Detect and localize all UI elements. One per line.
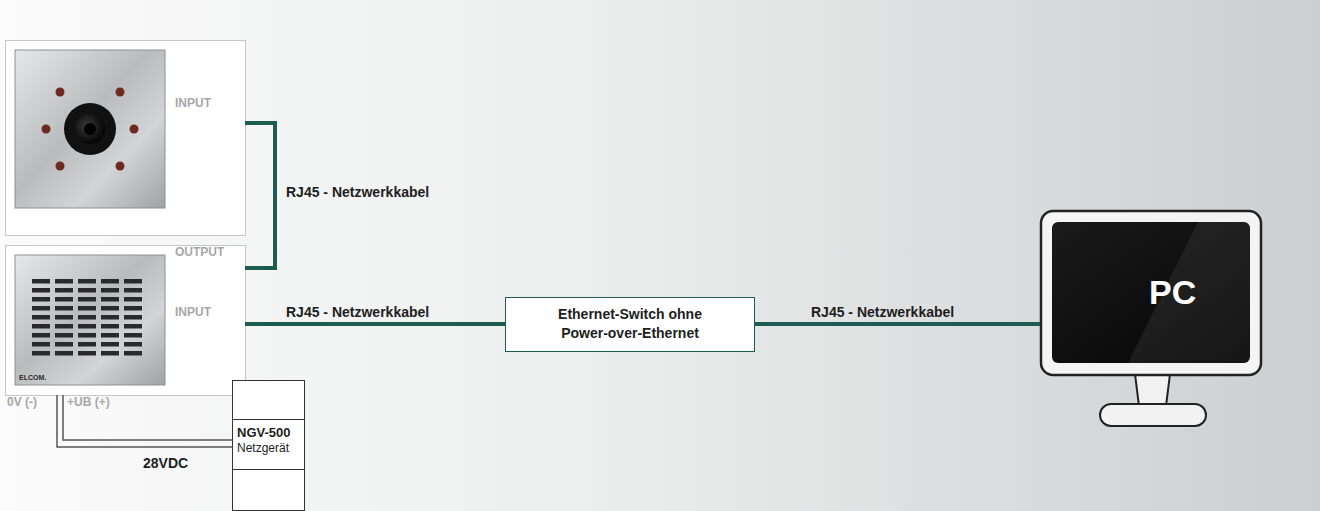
speaker-slot [78, 297, 96, 302]
cable [57, 395, 232, 447]
module-frame [6, 41, 246, 236]
cable-label: RJ45 - Netzwerkkabel [286, 184, 429, 201]
speaker-slot [124, 351, 142, 356]
cable [245, 123, 275, 268]
cable-line [755, 322, 1040, 326]
node-text: NGV-500 [237, 425, 290, 440]
speaker-slot [32, 315, 50, 320]
terminal-label: +UB (+) [67, 395, 110, 409]
speaker-slot [55, 324, 73, 329]
node-text: Ethernet-Switch ohne Power-over-Ethernet [543, 305, 717, 343]
ir-leds-part [116, 88, 125, 97]
speaker-slot [101, 297, 119, 302]
speaker-slot [32, 333, 50, 338]
cable [755, 324, 1040, 325]
camera-ring [64, 103, 116, 155]
cable-label: RJ45 - Netzwerkkabel [811, 304, 954, 321]
speaker-slot [78, 333, 96, 338]
speaker-slot [101, 333, 119, 338]
ir-leds-part [56, 88, 65, 97]
speaker-slot [32, 324, 50, 329]
speaker-slot [55, 351, 73, 356]
speaker-slot [32, 279, 50, 284]
speaker-slot [101, 288, 119, 293]
speaker-slot [55, 315, 73, 320]
speaker-slot [78, 288, 96, 293]
ir-leds-part [116, 162, 125, 171]
speaker-slot [32, 306, 50, 311]
cable-line [245, 123, 275, 268]
speaker-slot [78, 324, 96, 329]
speaker-slot [32, 297, 50, 302]
speaker-slot [101, 306, 119, 311]
cable-line [245, 322, 505, 326]
monitor-frame [1041, 211, 1261, 375]
speaker-slot [55, 333, 73, 338]
speaker-slots [32, 279, 142, 356]
node-text: INPUT [175, 96, 211, 110]
speaker-slot [55, 342, 73, 347]
module-frame [6, 246, 246, 396]
ir-leds-part [56, 162, 65, 171]
ir-leds-part [130, 125, 139, 134]
power-supply: NGV-500Netzgerät [232, 380, 305, 511]
terminal-label: 0V (-) [7, 395, 37, 409]
camera-plate [15, 50, 165, 208]
speaker-slot [124, 297, 142, 302]
speaker-slot [124, 288, 142, 293]
speaker-slot [124, 324, 142, 329]
ir-leds-part [42, 125, 51, 134]
screen-reflection [1128, 222, 1250, 363]
cable-line [63, 395, 232, 440]
box-divider [233, 469, 304, 470]
node-text: OUTPUT [175, 245, 224, 259]
speaker-slot [124, 279, 142, 284]
speaker-slot [124, 333, 142, 338]
monitor-screen [1052, 222, 1250, 363]
speaker-slot [78, 315, 96, 320]
speaker-slot [101, 315, 119, 320]
speaker-slot [78, 342, 96, 347]
node-text: INPUT [175, 305, 211, 319]
pc-monitor: PC [1040, 210, 1262, 375]
speaker-slot [78, 351, 96, 356]
node-text: PC [1149, 272, 1196, 312]
monitor-base [1100, 404, 1206, 426]
speaker-slot [101, 279, 119, 284]
cable-label: 28VDC [143, 455, 188, 472]
cable [245, 324, 505, 325]
speaker-slot [124, 342, 142, 347]
speaker-slot [78, 279, 96, 284]
camera-module: INPUT [5, 40, 245, 235]
node-text: ELCOM. [19, 374, 46, 382]
ir-leds [42, 88, 139, 171]
speaker-slot [101, 351, 119, 356]
speaker-slot [78, 306, 96, 311]
speaker-slot [101, 342, 119, 347]
cable-line [57, 395, 232, 447]
node-text: Netzgerät [237, 441, 289, 455]
switch-box: Ethernet-Switch ohne Power-over-Ethernet [505, 297, 755, 352]
cable-label: RJ45 - Netzwerkkabel [286, 304, 429, 321]
speaker-slot [32, 288, 50, 293]
speaker-slot [124, 306, 142, 311]
speaker-module: OUTPUT INPUT ELCOM. [5, 245, 245, 395]
speaker-slot [55, 306, 73, 311]
speaker-slot [55, 279, 73, 284]
speaker-plate [15, 255, 165, 385]
camera-lens [75, 114, 105, 144]
speaker-slot [101, 324, 119, 329]
camera-lens-core [84, 123, 96, 135]
speaker-slot [32, 351, 50, 356]
speaker-slot [32, 342, 50, 347]
speaker-slot [55, 288, 73, 293]
speaker-slot [124, 315, 142, 320]
speaker-slot [55, 297, 73, 302]
box-divider [233, 419, 304, 420]
monitor-neck [1135, 374, 1170, 406]
